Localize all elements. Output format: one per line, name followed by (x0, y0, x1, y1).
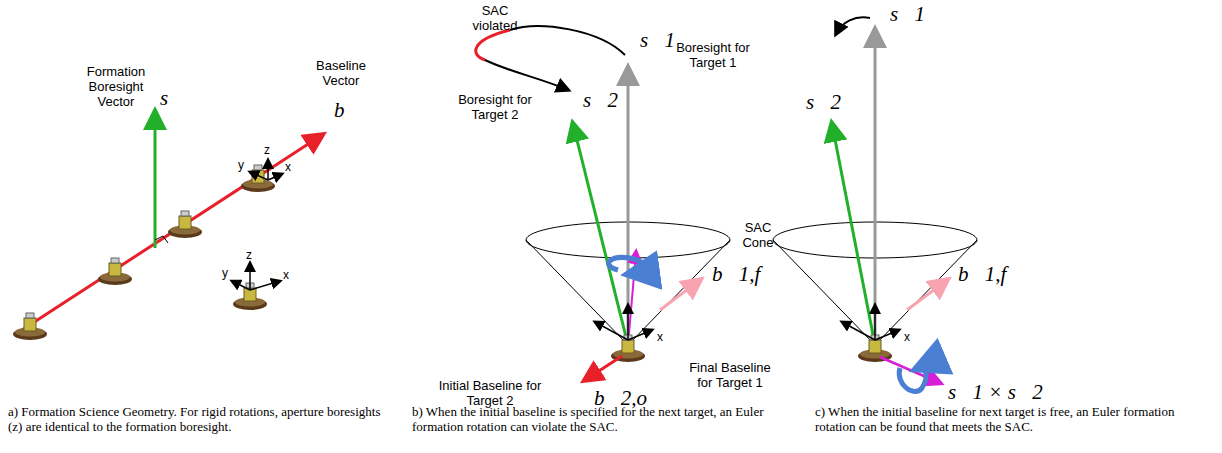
axis-label: x (285, 160, 291, 174)
vector-symbol: b⃗ (334, 98, 361, 122)
axis-label: x (657, 330, 663, 344)
panel-caption: b) When the initial baseline is specifie… (412, 404, 797, 434)
caption-text: SAC Cone (733, 220, 783, 250)
caption-text: SAC violated (460, 3, 530, 33)
vector-symbol: s⃗ (160, 86, 185, 110)
caption-text: Initial Baseline for Target 2 (435, 378, 545, 408)
caption-text: Boresight for Target 1 (668, 40, 758, 70)
vector-symbol: b⃗1,f (958, 262, 1006, 286)
axis-label: y (238, 158, 244, 172)
axis-label: x (283, 268, 289, 282)
caption-text: Formation Boresight Vector (80, 64, 152, 109)
vector-symbol: s⃗1 (890, 2, 925, 26)
vector-symbol: s⃗1 × s⃗2 (948, 380, 1043, 404)
axis-label: y (222, 266, 228, 280)
panel-caption: c) When the initial baseline for next ta… (815, 404, 1210, 434)
vector-symbol: s⃗1 (640, 28, 675, 52)
axis-label: z (246, 248, 252, 262)
caption-text: Baseline Vector (310, 58, 372, 88)
caption-text: Boresight for Target 2 (450, 92, 540, 122)
caption-text: Final Baseline for Target 1 (680, 360, 780, 390)
vector-symbol: b⃗1,f (712, 262, 760, 286)
panel-caption: a) Formation Science Geometry. For rigid… (8, 404, 393, 434)
vector-symbol: s⃗2 (583, 88, 618, 112)
axis-label: z (264, 143, 270, 157)
vector-symbol: s⃗2 (806, 90, 841, 114)
axis-label: x (904, 330, 910, 344)
